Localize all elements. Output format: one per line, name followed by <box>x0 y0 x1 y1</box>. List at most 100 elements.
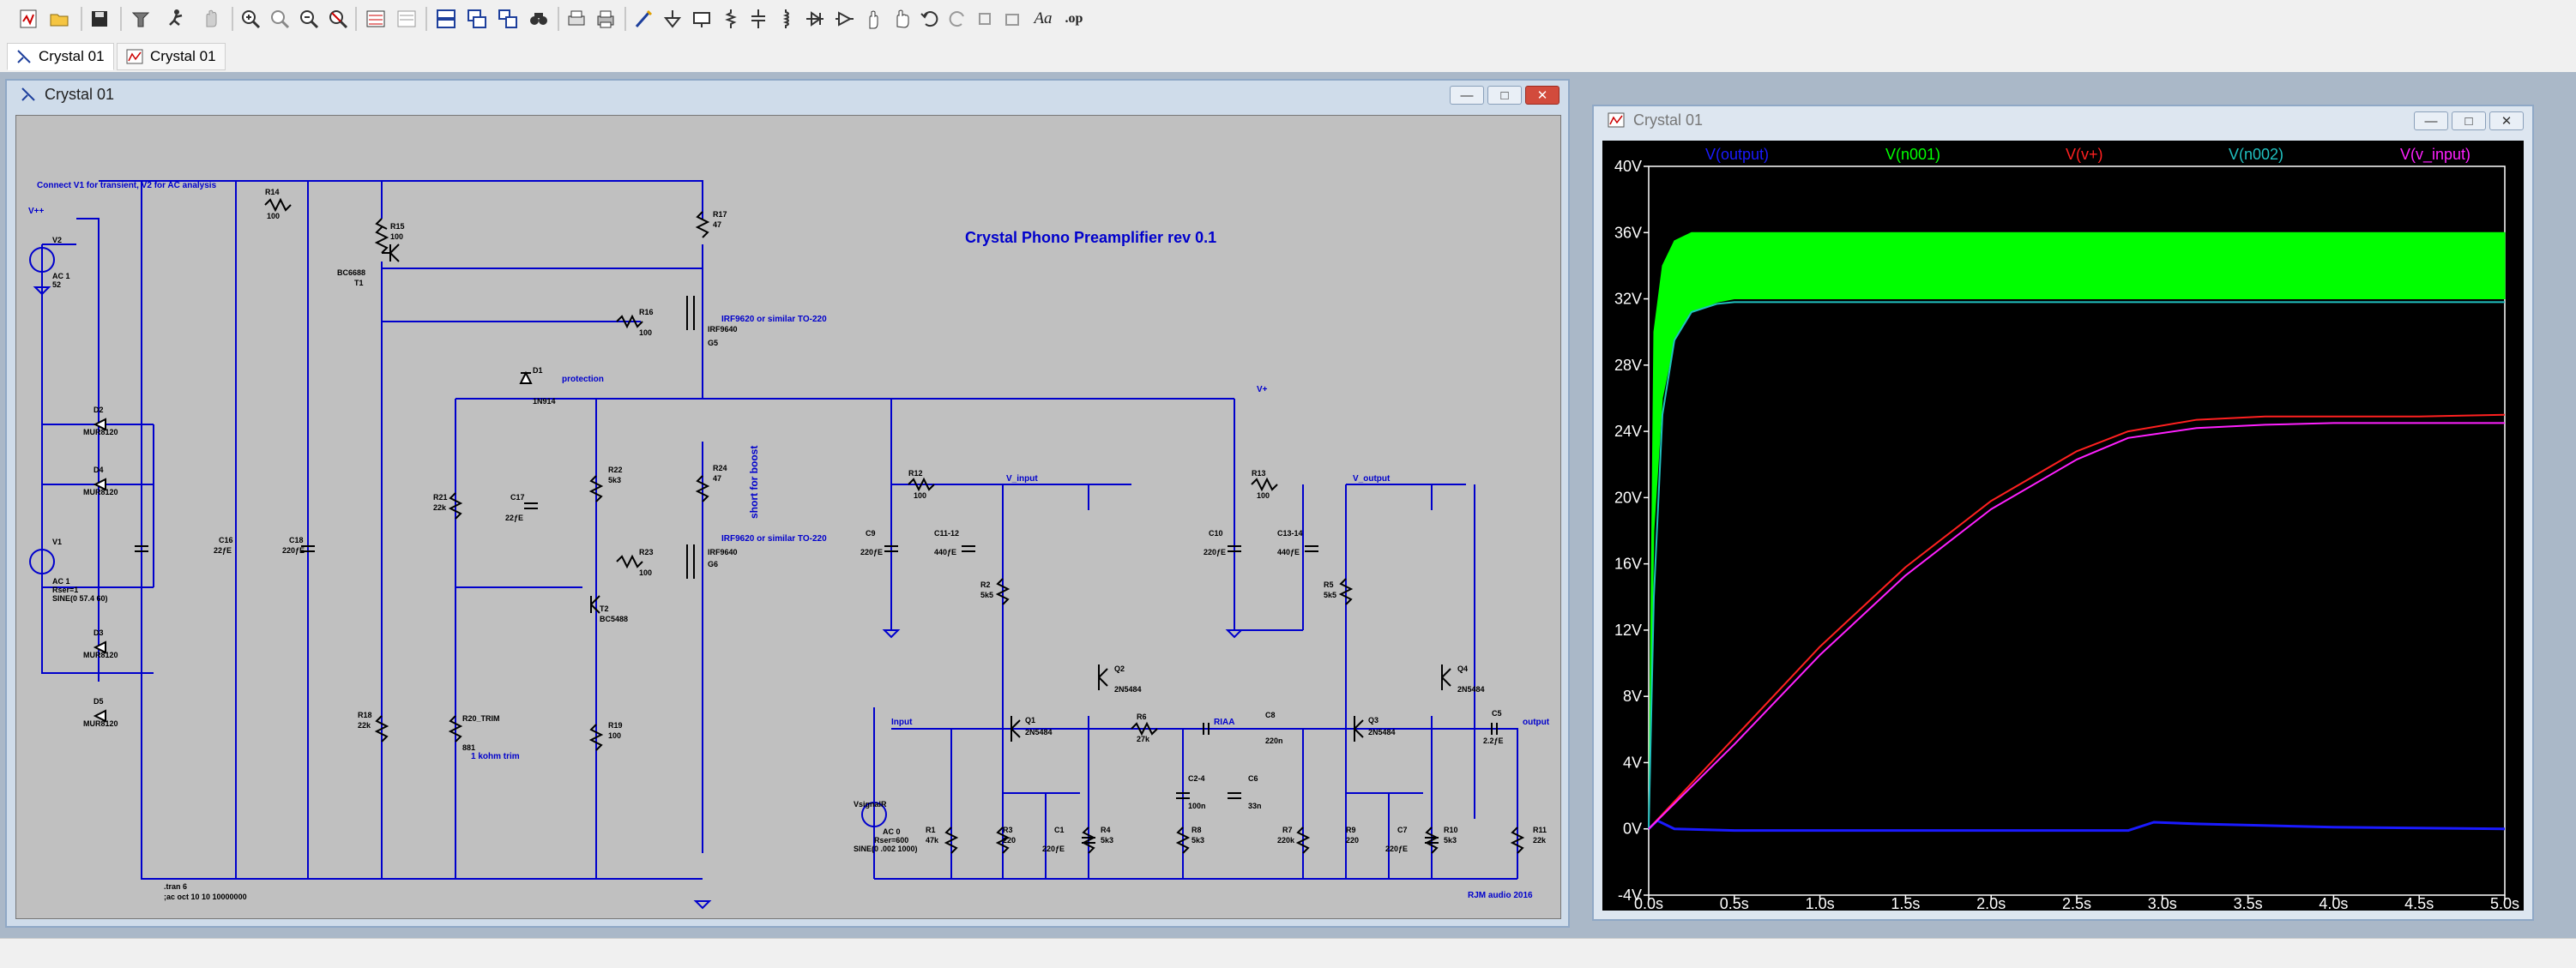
control-panel-icon[interactable] <box>127 5 154 33</box>
find-icon[interactable] <box>525 5 552 33</box>
svg-text:Q3: Q3 <box>1368 716 1378 724</box>
series-v-v-input <box>1648 422 2505 830</box>
minimize-button[interactable]: — <box>2414 111 2448 130</box>
zoom-fit-icon[interactable] <box>324 5 352 33</box>
spice-directive-label[interactable]: .op <box>1065 11 1083 26</box>
schematic-window: Crystal 01 — □ ✕ <box>5 79 1570 928</box>
maximize-button[interactable]: □ <box>1487 86 1522 105</box>
drag-icon[interactable] <box>889 5 916 33</box>
svg-text:5k5: 5k5 <box>1324 591 1336 599</box>
capacitor-icon[interactable] <box>745 5 772 33</box>
tile-horizontal-icon[interactable] <box>432 5 460 33</box>
mirror-icon[interactable] <box>998 5 1026 33</box>
run-icon[interactable] <box>163 5 190 33</box>
svg-text:MUR8120: MUR8120 <box>83 719 118 728</box>
svg-text:5k5: 5k5 <box>980 591 993 599</box>
svg-text:R17: R17 <box>713 210 727 219</box>
y-tick-label: 28V <box>1614 357 1642 374</box>
svg-text:Q2: Q2 <box>1114 664 1125 673</box>
halt-icon[interactable] <box>197 5 225 33</box>
legend-item[interactable]: V(v+) <box>2066 146 2103 163</box>
close-button[interactable]: ✕ <box>1525 86 1559 105</box>
schematic-canvas[interactable]: Crystal Phono Preamplifier rev 0.1 Conne… <box>15 115 1561 919</box>
svg-text:R22: R22 <box>608 466 623 474</box>
net-output: output <box>1523 718 1550 727</box>
move-icon[interactable] <box>860 5 887 33</box>
y-tick-label: 16V <box>1614 556 1642 573</box>
tab-waveform[interactable]: Crystal 01 <box>117 43 226 70</box>
svg-text:R24: R24 <box>713 464 727 472</box>
svg-text:V2: V2 <box>52 236 62 244</box>
net-v-input: V_input <box>1006 474 1038 484</box>
label-net-icon[interactable] <box>688 5 715 33</box>
diode-icon[interactable] <box>801 5 829 33</box>
svg-text:Rser=600: Rser=600 <box>874 836 908 845</box>
svg-text:22k: 22k <box>433 503 447 512</box>
svg-text:5k3: 5k3 <box>1191 836 1204 845</box>
tab-schematic[interactable]: Crystal 01 <box>7 43 114 70</box>
undo-icon[interactable] <box>916 5 944 33</box>
zoom-pan-icon[interactable] <box>266 5 293 33</box>
svg-text:100: 100 <box>639 328 652 337</box>
component-icon[interactable] <box>830 5 858 33</box>
new-schematic-icon[interactable] <box>15 5 43 33</box>
svg-text:C11-12: C11-12 <box>934 529 959 538</box>
rotate-icon[interactable] <box>971 5 998 33</box>
legend-item[interactable]: V(n002) <box>2229 146 2283 163</box>
schematic-window-titlebar[interactable]: Crystal 01 <box>7 81 1568 108</box>
net-input: Input <box>891 718 913 727</box>
ground-icon[interactable] <box>659 5 686 33</box>
save-icon[interactable] <box>86 5 113 33</box>
svg-text:R7: R7 <box>1282 826 1293 834</box>
grounds <box>33 286 1244 910</box>
zoom-in-icon[interactable] <box>237 5 264 33</box>
svg-text:220n: 220n <box>1265 737 1283 745</box>
waveform-window-titlebar[interactable]: Crystal 01 <box>1594 106 2532 134</box>
close-button[interactable]: ✕ <box>2489 111 2524 130</box>
plot-series <box>1647 231 2506 833</box>
wire-icon[interactable] <box>630 5 657 33</box>
svg-text:220ƒE: 220ƒE <box>282 546 305 555</box>
zoom-out-icon[interactable] <box>295 5 323 33</box>
legend-item[interactable]: V(output) <box>1705 146 1769 163</box>
minimize-button[interactable]: — <box>1450 86 1484 105</box>
plot-pane[interactable]: V(output)V(n001)V(v+)V(n002)V(v_input) 4… <box>1602 141 2524 912</box>
cascade-icon[interactable] <box>494 5 522 33</box>
schematic-icon <box>17 50 31 63</box>
main-toolbar: Aa .op <box>0 0 2576 40</box>
plot-legend: V(output) V(n001) V(v+) V(n002) V(v_input) <box>1705 146 2470 164</box>
inductor-icon[interactable] <box>772 5 799 33</box>
note-irf-2: IRF9620 or similar TO-220 <box>721 534 827 544</box>
spice-directive[interactable]: .tran 6 <box>164 882 187 891</box>
print-setup-icon[interactable] <box>563 5 590 33</box>
svg-text:440ƒE: 440ƒE <box>934 548 956 556</box>
text-label[interactable]: Aa <box>1034 9 1053 27</box>
open-icon[interactable] <box>46 5 74 33</box>
svg-text:2.2ƒE: 2.2ƒE <box>1483 737 1504 745</box>
svg-text:5k3: 5k3 <box>608 476 621 484</box>
svg-text:52: 52 <box>52 280 61 289</box>
y-tick-label: 24V <box>1614 423 1642 440</box>
svg-text:2N5484: 2N5484 <box>1114 685 1142 694</box>
svg-text:220: 220 <box>1346 836 1359 845</box>
spice-directive[interactable]: ;ac oct 10 10 10000000 <box>164 893 247 901</box>
legend-item[interactable]: V(v_input) <box>2400 146 2470 164</box>
print-icon[interactable] <box>592 5 619 33</box>
tile-vertical-icon[interactable] <box>463 5 491 33</box>
svg-text:G6: G6 <box>708 560 718 568</box>
legend-item[interactable]: V(n001) <box>1885 146 1940 163</box>
maximize-button[interactable]: □ <box>2452 111 2486 130</box>
waveform-plot: V(output)V(n001)V(v+)V(n002)V(v_input) 4… <box>1614 146 2519 912</box>
resistor-icon[interactable] <box>717 5 745 33</box>
svg-text:C2-4: C2-4 <box>1188 774 1205 783</box>
tab-label: Crystal 01 <box>150 48 216 64</box>
tab-label: Crystal 01 <box>39 48 105 64</box>
autorange-icon[interactable] <box>362 5 389 33</box>
svg-text:R16: R16 <box>639 308 654 316</box>
series-v-n001 <box>1648 231 2506 829</box>
redo-icon[interactable] <box>944 5 971 33</box>
svg-text:IRF9640: IRF9640 <box>708 325 738 334</box>
plot-settings-icon[interactable] <box>393 5 420 33</box>
